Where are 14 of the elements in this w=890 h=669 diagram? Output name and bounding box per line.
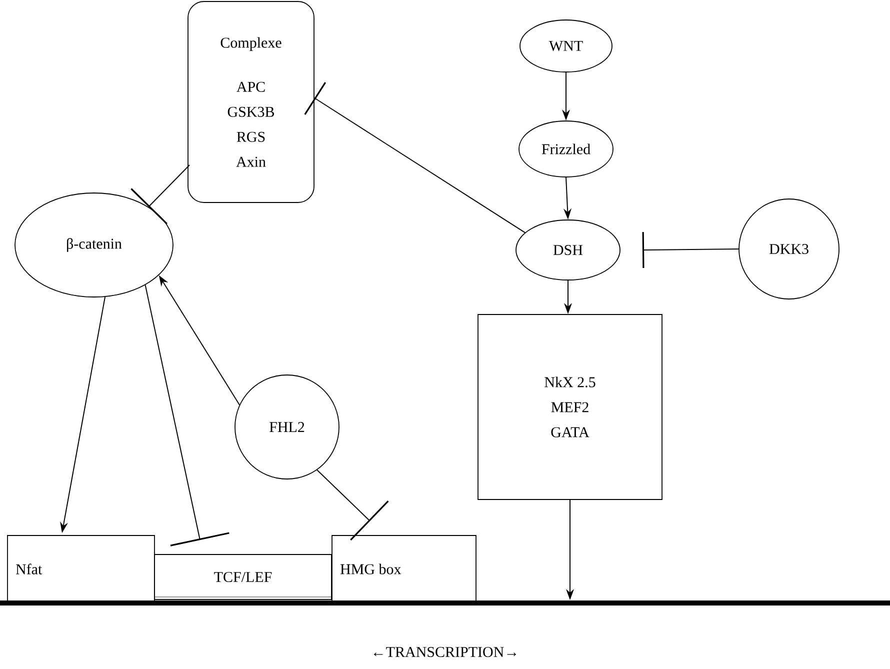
rectangle-box: TCF/LEF (154, 554, 332, 600)
inhibition-line (642, 232, 740, 268)
inhibition-line (130, 164, 190, 224)
circle-node: FHL2 (234, 374, 340, 480)
inhibition-line (144, 284, 230, 546)
ellipse-node: β-catenin (14, 192, 174, 298)
rounded-box: Complexe APC GSK3B RGS Axin (188, 1, 314, 203)
circle-node: DKK3 (738, 198, 840, 300)
rectangle-box: NkX 2.5 MEF2 GATA (478, 314, 662, 500)
inhibition-line (316, 469, 389, 540)
ellipse-node: WNT (520, 20, 612, 72)
ellipse-node: DSH (516, 220, 620, 280)
caption-label: ←TRANSCRIPTION→ (374, 646, 516, 658)
ellipse-node: Frizzled (518, 120, 614, 178)
